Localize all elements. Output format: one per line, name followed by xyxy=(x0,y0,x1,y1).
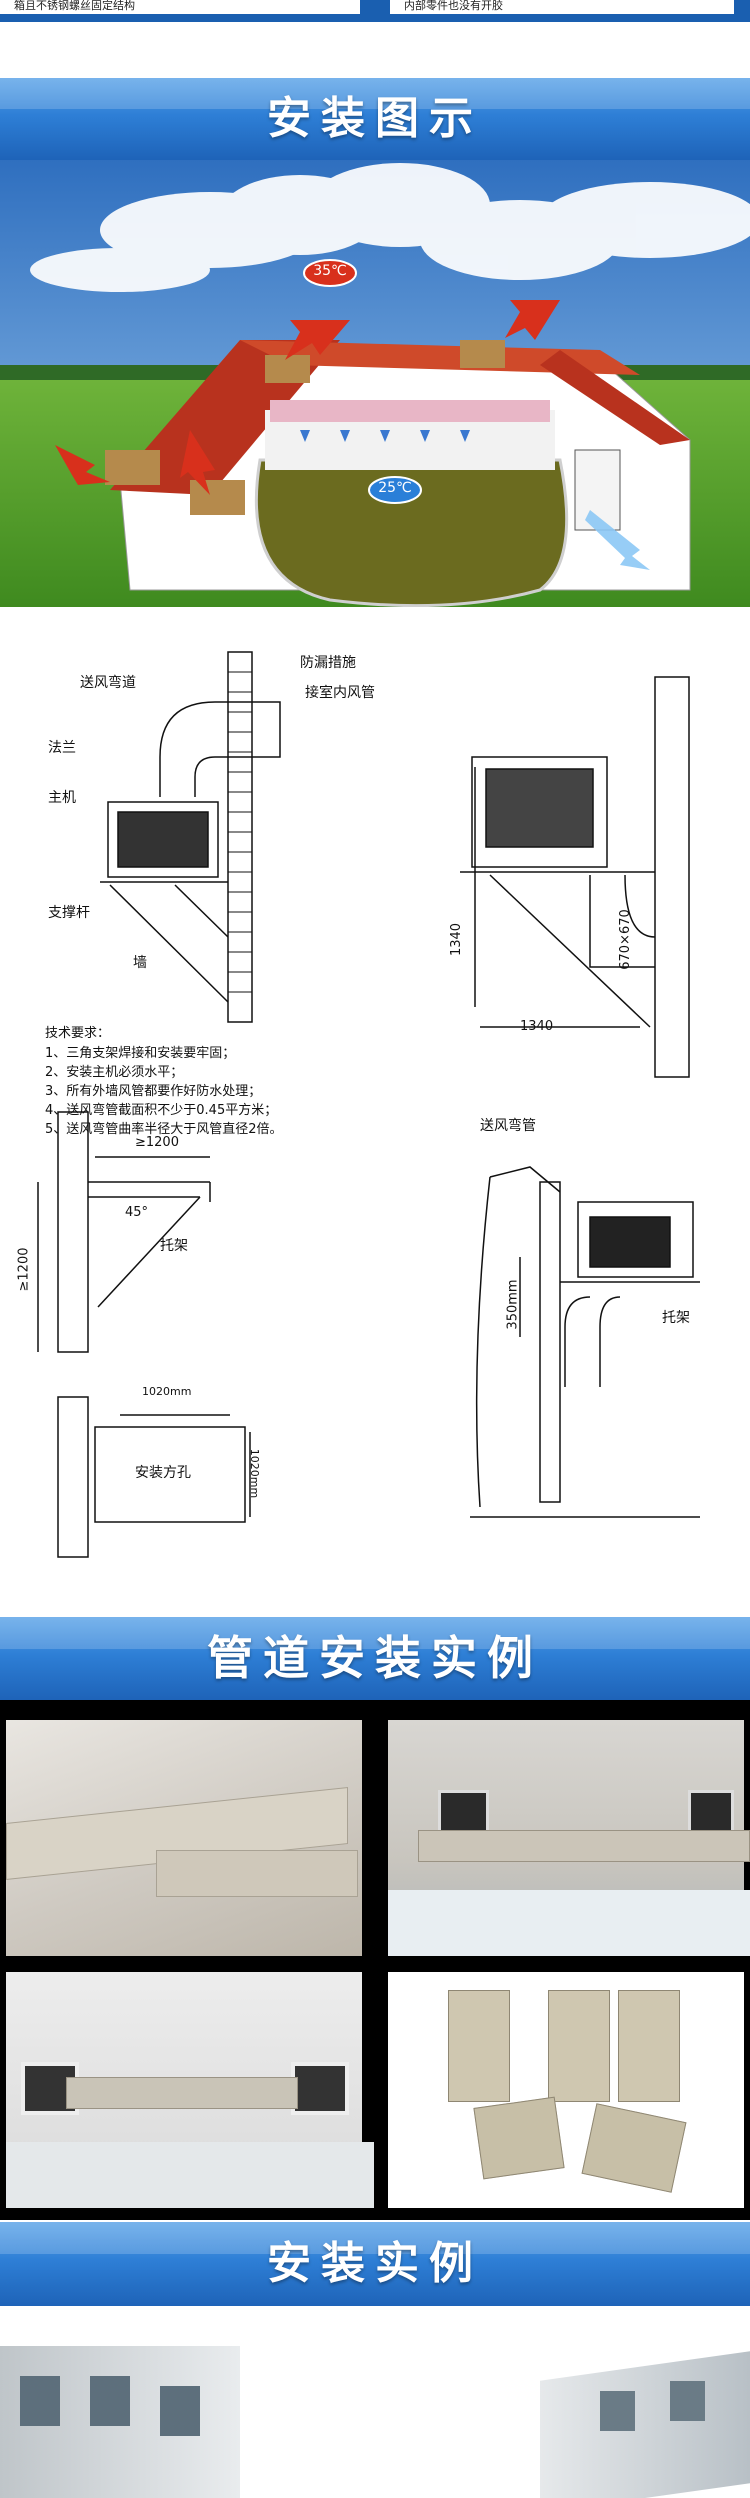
top-strip-right-text: 内部零件也没有开胶 xyxy=(390,0,734,14)
section-title: 安装图示 xyxy=(267,93,483,144)
section-banner-install-examples: 安装实例 xyxy=(0,2222,750,2306)
dim-horizontal-1340: 1340 xyxy=(520,1019,554,1034)
dim-height-1020: 1020mm xyxy=(248,1448,262,1499)
window-icon xyxy=(160,2386,200,2436)
window-icon xyxy=(90,2376,130,2426)
installation-diagrams: 送风弯道 防漏措施 接室内风管 法兰 主机 支撑杆 墙 技术要求： 1、三角支架… xyxy=(0,607,750,1617)
dim-duct-size: 670×670 xyxy=(617,909,633,970)
house-illustration: 35℃ 25℃ xyxy=(0,160,750,607)
label-bracket: 托架 xyxy=(160,1238,188,1254)
section-title: 管道安装实例 xyxy=(207,1631,543,1685)
requirement-item: 5、送风弯管曲率半径大于风管直径2倍。 xyxy=(45,1122,283,1137)
duct-photo-3 xyxy=(0,1966,374,2214)
label-indoor-duct: 接室内风管 xyxy=(305,685,375,701)
duct-photo-4 xyxy=(382,1966,750,2214)
duct-photo-grid xyxy=(0,1700,750,2220)
house-scene-svg xyxy=(0,160,750,607)
label-wall: 墙 xyxy=(133,955,147,971)
label-flange: 法兰 xyxy=(48,740,76,756)
requirement-item: 4、送风弯管截面积不少于0.45平方米； xyxy=(45,1103,278,1118)
requirement-item: 1、三角支架焊接和安装要牢固； xyxy=(45,1046,236,1061)
window-icon xyxy=(20,2376,60,2426)
section-banner-duct-examples: 管道安装实例 xyxy=(0,1617,750,1700)
label-duct-elbow: 送风弯道 xyxy=(80,675,136,691)
duct-photo-1 xyxy=(0,1714,368,1962)
top-strip-left-text: 箱且不锈钢螺丝固定结构 xyxy=(0,0,360,14)
requirements-title: 技术要求： xyxy=(45,1026,111,1041)
label-support-rod: 支撑杆 xyxy=(48,905,90,921)
duct-photo-2 xyxy=(382,1714,750,1962)
building-right xyxy=(540,2351,750,2498)
temp-hot-badge: 35℃ xyxy=(313,263,347,279)
label-install-opening: 安装方孔 xyxy=(135,1465,191,1481)
requirement-item: 2、安装主机必须水平； xyxy=(45,1065,184,1080)
dim-vertical-1340: 1340 xyxy=(449,922,465,957)
dim-width-1020: 1020mm xyxy=(142,1385,192,1398)
label-bracket-right: 托架 xyxy=(662,1310,690,1326)
temp-cool-badge: 25℃ xyxy=(378,480,412,496)
dim-side-1200: ≥1200 xyxy=(16,1247,32,1292)
angle-45: 45° xyxy=(125,1205,149,1220)
label-main-unit: 主机 xyxy=(48,790,76,806)
section-title: 安装实例 xyxy=(267,2238,483,2289)
section-banner-install-diagram: 安装图示 xyxy=(0,78,750,160)
requirement-item: 3、所有外墙风管都要作好防水处理； xyxy=(45,1084,262,1099)
label-rain-protection: 防漏措施 xyxy=(300,655,356,671)
window-icon xyxy=(600,2391,635,2431)
dim-350mm: 350mm xyxy=(505,1279,521,1330)
dim-top-1200: ≥1200 xyxy=(135,1135,179,1150)
install-example-photo xyxy=(0,2306,750,2498)
diagrams-svg xyxy=(37,651,700,1558)
label-supply-elbow: 送风弯管 xyxy=(480,1118,536,1134)
window-icon xyxy=(670,2381,705,2421)
